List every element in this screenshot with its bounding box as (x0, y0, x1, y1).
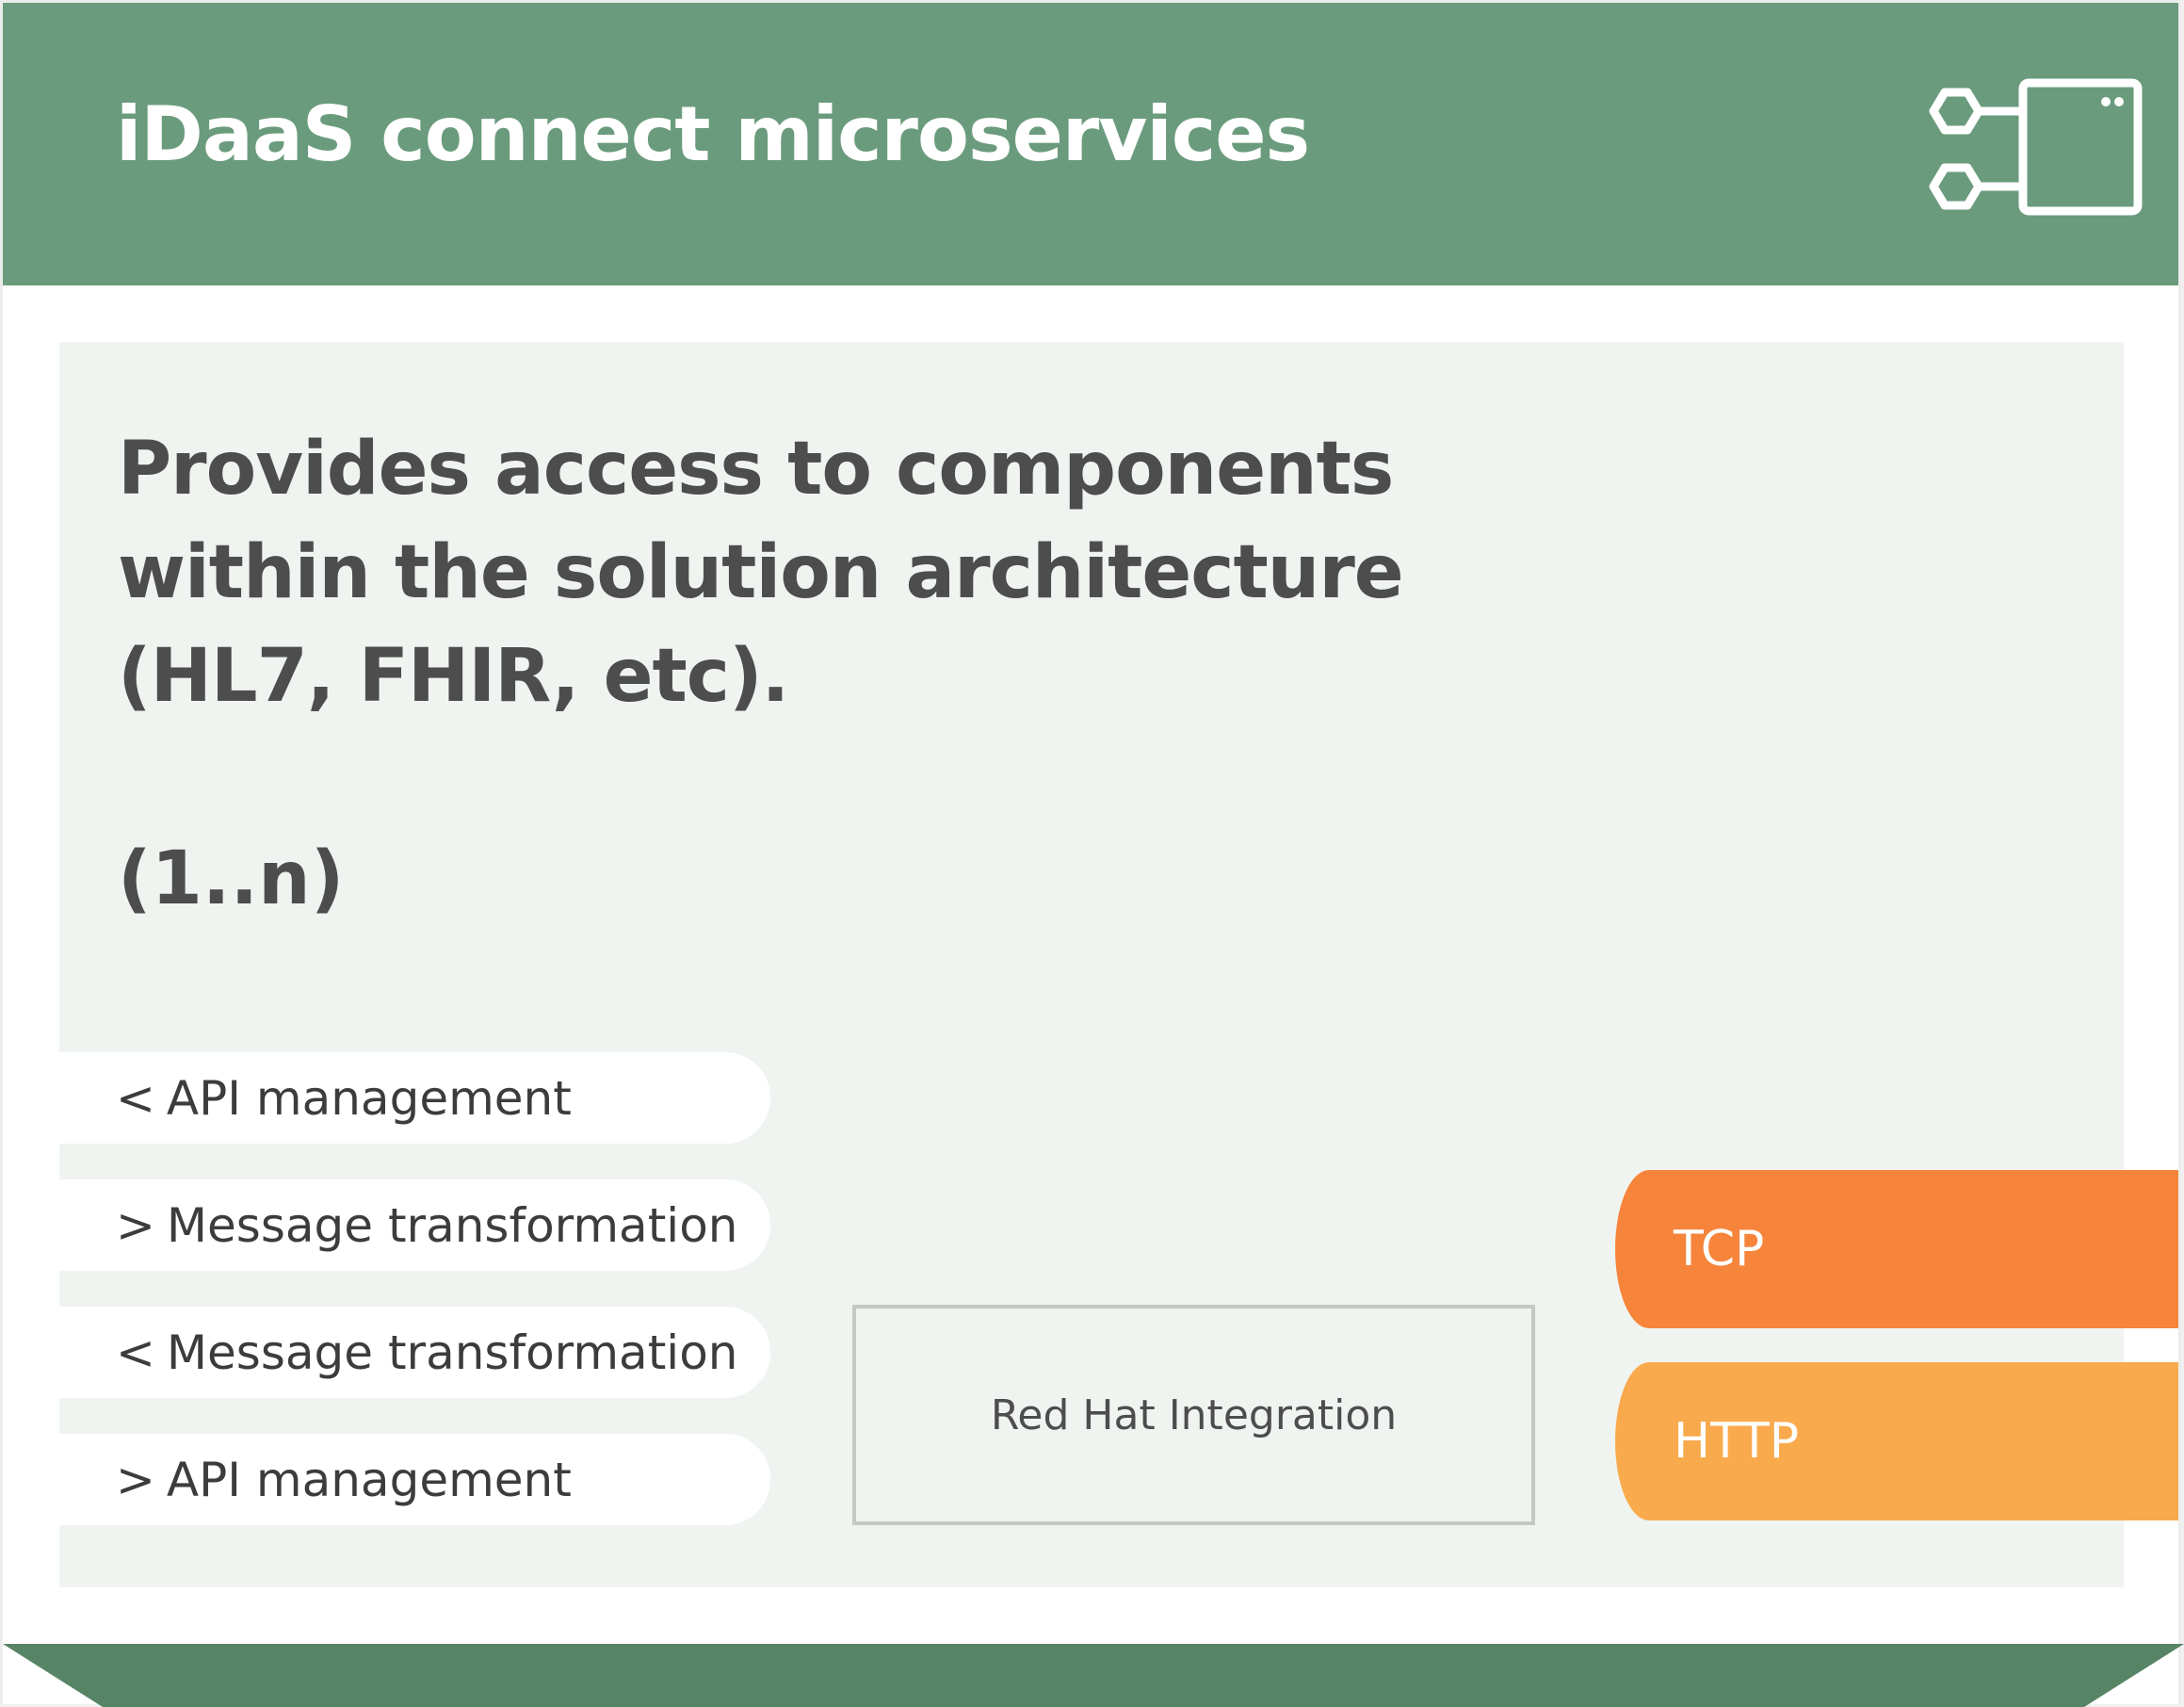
capability-pill: < Message transformation (59, 1307, 770, 1398)
description-headline: Provides access to components within the… (118, 417, 1625, 728)
direction-indicator: < (116, 1070, 155, 1126)
protocol-tab-http: HTTP (1615, 1362, 2178, 1520)
capability-label: Message transformation (166, 1325, 738, 1380)
capability-label: Message transformation (166, 1197, 738, 1253)
page-title: iDaaS connect microservices (116, 90, 1310, 178)
header-bar: iDaaS connect microservices (3, 3, 2178, 285)
capability-pill: > Message transformation (59, 1179, 770, 1271)
headline-line: within the solution architecture (118, 530, 1404, 615)
footer-band (3, 1644, 2184, 1707)
headline-line: (HL7, FHIR, etc). (118, 634, 789, 719)
capability-pill: > API management (59, 1434, 770, 1525)
capability-label: API management (166, 1070, 572, 1126)
direction-indicator: > (116, 1452, 155, 1507)
protocol-label: TCP (1674, 1221, 1765, 1277)
platform-box: Red Hat Integration (852, 1305, 1535, 1525)
direction-indicator: > (116, 1197, 155, 1253)
platform-label: Red Hat Integration (990, 1390, 1398, 1439)
headline-line: Provides access to components (118, 427, 1394, 512)
capability-pill: < API management (59, 1052, 770, 1144)
microservice-icon (1929, 78, 2143, 216)
direction-indicator: < (116, 1325, 155, 1380)
protocol-label: HTTP (1674, 1413, 1800, 1470)
capability-label: API management (166, 1452, 572, 1507)
protocol-tab-tcp: TCP (1615, 1170, 2178, 1328)
cardinality-label: (1..n) (118, 837, 345, 921)
